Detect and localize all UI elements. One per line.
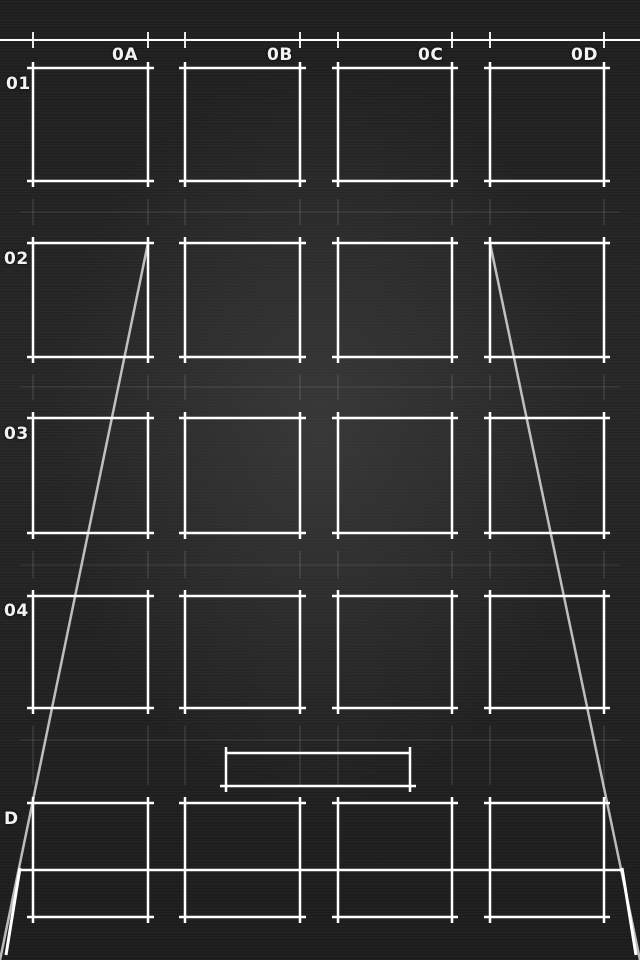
- icon-slot-02-0d[interactable]: [491, 244, 603, 356]
- icon-slot-01-0b[interactable]: [186, 69, 299, 180]
- icon-slot-03-0d[interactable]: [491, 419, 603, 532]
- column-label-0d: 0D: [571, 45, 598, 65]
- icon-slot-01-0c[interactable]: [339, 69, 451, 180]
- column-label-0c: 0C: [418, 45, 444, 65]
- row-label-03: 03: [4, 424, 29, 444]
- row-label-01: 01: [6, 74, 31, 94]
- row-label-04: 04: [4, 601, 29, 621]
- icon-slot-04-0a[interactable]: [34, 597, 147, 707]
- icon-slot-02-0a[interactable]: [34, 244, 147, 356]
- icon-slot-01-0d[interactable]: [491, 69, 603, 180]
- icon-slot-dock-0b[interactable]: [186, 804, 299, 916]
- icon-slot-dock-0c[interactable]: [339, 804, 451, 916]
- icon-slot-03-0a[interactable]: [34, 419, 147, 532]
- icon-slot-03-0b[interactable]: [186, 419, 299, 532]
- column-label-0b: 0B: [267, 45, 293, 65]
- icon-slot-02-0c[interactable]: [339, 244, 451, 356]
- icon-slot-02-0b[interactable]: [186, 244, 299, 356]
- perspective-right-edge-line: [620, 867, 638, 956]
- icon-slot-01-0a[interactable]: [34, 69, 147, 180]
- icon-slot-04-0c[interactable]: [339, 597, 451, 707]
- icon-slot-04-0d[interactable]: [491, 597, 603, 707]
- column-label-0a: 0A: [112, 45, 138, 65]
- icon-slot-04-0b[interactable]: [186, 597, 299, 707]
- perspective-left-edge-line: [4, 867, 22, 956]
- dock-label: D: [4, 809, 19, 829]
- perspective-right-line: [488, 242, 640, 960]
- row-label-02: 02: [4, 249, 29, 269]
- perspective-left-line: [0, 242, 150, 960]
- icon-slot-dock-0a[interactable]: [34, 804, 147, 916]
- icon-slot-dock-0d[interactable]: [491, 804, 603, 916]
- icon-slot-03-0c[interactable]: [339, 419, 451, 532]
